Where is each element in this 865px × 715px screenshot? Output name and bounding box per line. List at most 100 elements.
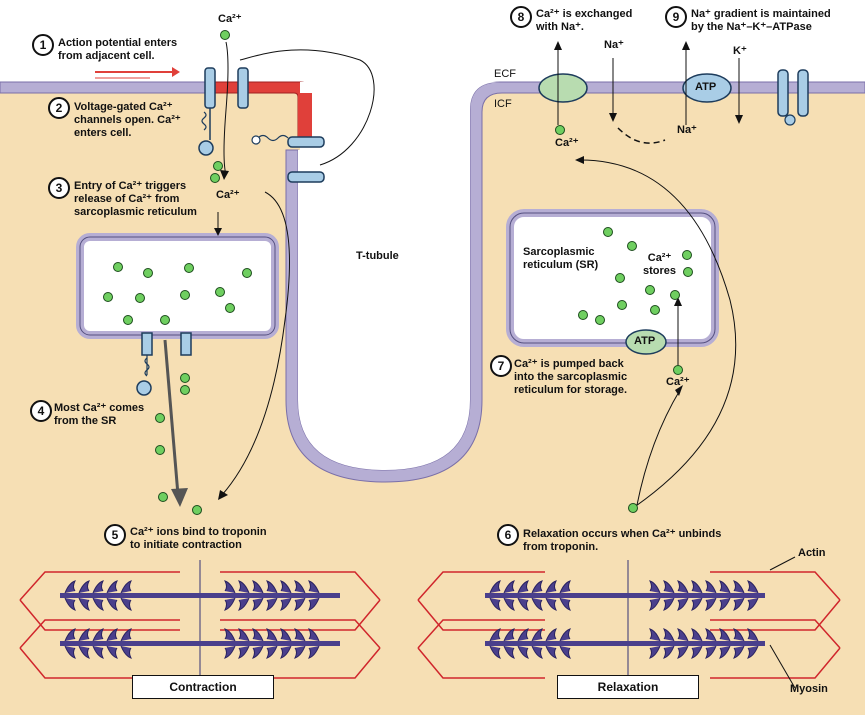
dhp-receptor — [287, 136, 325, 148]
calcium-ion — [682, 250, 692, 260]
myosin-head — [705, 628, 717, 659]
calcium-ion — [645, 285, 655, 295]
myosin-head — [252, 628, 264, 659]
myosin-head — [649, 580, 661, 611]
relaxation-label: Relaxation — [557, 675, 699, 699]
calcium-ion — [143, 268, 153, 278]
myosin-head — [308, 580, 320, 611]
myosin-head — [531, 628, 543, 659]
calcium-ion — [673, 365, 683, 375]
myosin-head — [545, 580, 557, 611]
release-arrow — [163, 339, 180, 496]
step-6-badge: 6 — [497, 524, 519, 546]
myosin-head — [266, 580, 278, 611]
step-9-badge: 9 — [665, 6, 687, 28]
myosin-head — [224, 628, 236, 659]
calcium-ion — [192, 505, 202, 515]
calcium-ion — [578, 310, 588, 320]
ca-ion-label-ttubule: Ca²⁺ — [216, 189, 240, 201]
sarcomere-relaxation — [417, 556, 841, 689]
calcium-ion — [155, 445, 165, 455]
myosin-head — [705, 580, 717, 611]
voltage-gated-channel — [204, 67, 216, 109]
k-ion-label: K⁺ — [733, 45, 747, 57]
myosin-head — [92, 580, 104, 611]
sr-atp-label: ATP — [634, 335, 656, 347]
myosin-head — [503, 580, 515, 611]
icf-label: ICF — [494, 98, 512, 110]
myosin-head — [120, 628, 132, 659]
calcium-ion — [180, 290, 190, 300]
myosin-head — [106, 580, 118, 611]
extracellular-fluid — [0, 0, 865, 82]
calcium-ion — [215, 287, 225, 297]
calcium-ion — [627, 241, 637, 251]
myosin-head — [719, 580, 731, 611]
myosin-head — [224, 580, 236, 611]
myosin-head — [78, 628, 90, 659]
step-1-badge: 1 — [32, 34, 54, 56]
ca-ion-label-top: Ca²⁺ — [218, 13, 242, 25]
step-8-badge: 8 — [510, 6, 532, 28]
ca-ion-label-exchanger: Ca²⁺ — [555, 137, 579, 149]
myosin-head — [733, 628, 745, 659]
k-channel-right — [797, 69, 809, 117]
myosin-head — [517, 628, 529, 659]
na-k-atpase — [682, 73, 732, 103]
myosin-head — [691, 580, 703, 611]
calcium-ion — [123, 315, 133, 325]
myosin-head — [106, 628, 118, 659]
t-tubule-label: T-tubule — [356, 250, 399, 262]
myosin-head — [120, 580, 132, 611]
myosin-label: Myosin — [790, 683, 828, 695]
sarcolemma-left — [0, 81, 216, 94]
myosin-head — [517, 580, 529, 611]
na-ca-exchanger — [538, 73, 588, 103]
myosin-head — [238, 628, 250, 659]
calcium-ion — [184, 263, 194, 273]
myosin-head — [545, 628, 557, 659]
myosin-head — [677, 580, 689, 611]
step-2-text: Voltage-gated Ca²⁺channels open. Ca²⁺ent… — [74, 101, 181, 139]
myosin-head — [677, 628, 689, 659]
myosin-head — [294, 580, 306, 611]
myosin-head — [308, 628, 320, 659]
actin-label: Actin — [798, 547, 826, 559]
myosin-head — [691, 628, 703, 659]
calcium-ion — [220, 30, 230, 40]
calcium-ion — [683, 267, 693, 277]
calcium-ion — [628, 503, 638, 513]
myosin-head — [64, 580, 76, 611]
myosin-head — [92, 628, 104, 659]
calcium-ion — [615, 273, 625, 283]
step-5-badge: 5 — [104, 524, 126, 546]
step-4-badge: 4 — [30, 400, 52, 422]
sr-atp-pump — [625, 329, 667, 355]
sr-left — [76, 233, 279, 339]
calcium-ion — [242, 268, 252, 278]
myosin-head — [64, 628, 76, 659]
myosin-head — [719, 628, 731, 659]
myosin-head — [266, 628, 278, 659]
pump-atp-label: ATP — [695, 81, 717, 93]
calcium-ion — [210, 173, 220, 183]
calcium-ion — [650, 305, 660, 315]
ca-stores-label: Ca²⁺stores — [643, 252, 677, 277]
myosin-head — [747, 580, 759, 611]
calcium-ion — [213, 161, 223, 171]
calcium-ion — [113, 262, 123, 272]
myosin-head — [747, 628, 759, 659]
step-2-badge: 2 — [48, 97, 70, 119]
k-channel-left — [777, 69, 789, 117]
sarcomere-contraction — [19, 560, 381, 685]
myosin-head — [294, 628, 306, 659]
calcium-ion — [158, 492, 168, 502]
myosin-head — [663, 580, 675, 611]
